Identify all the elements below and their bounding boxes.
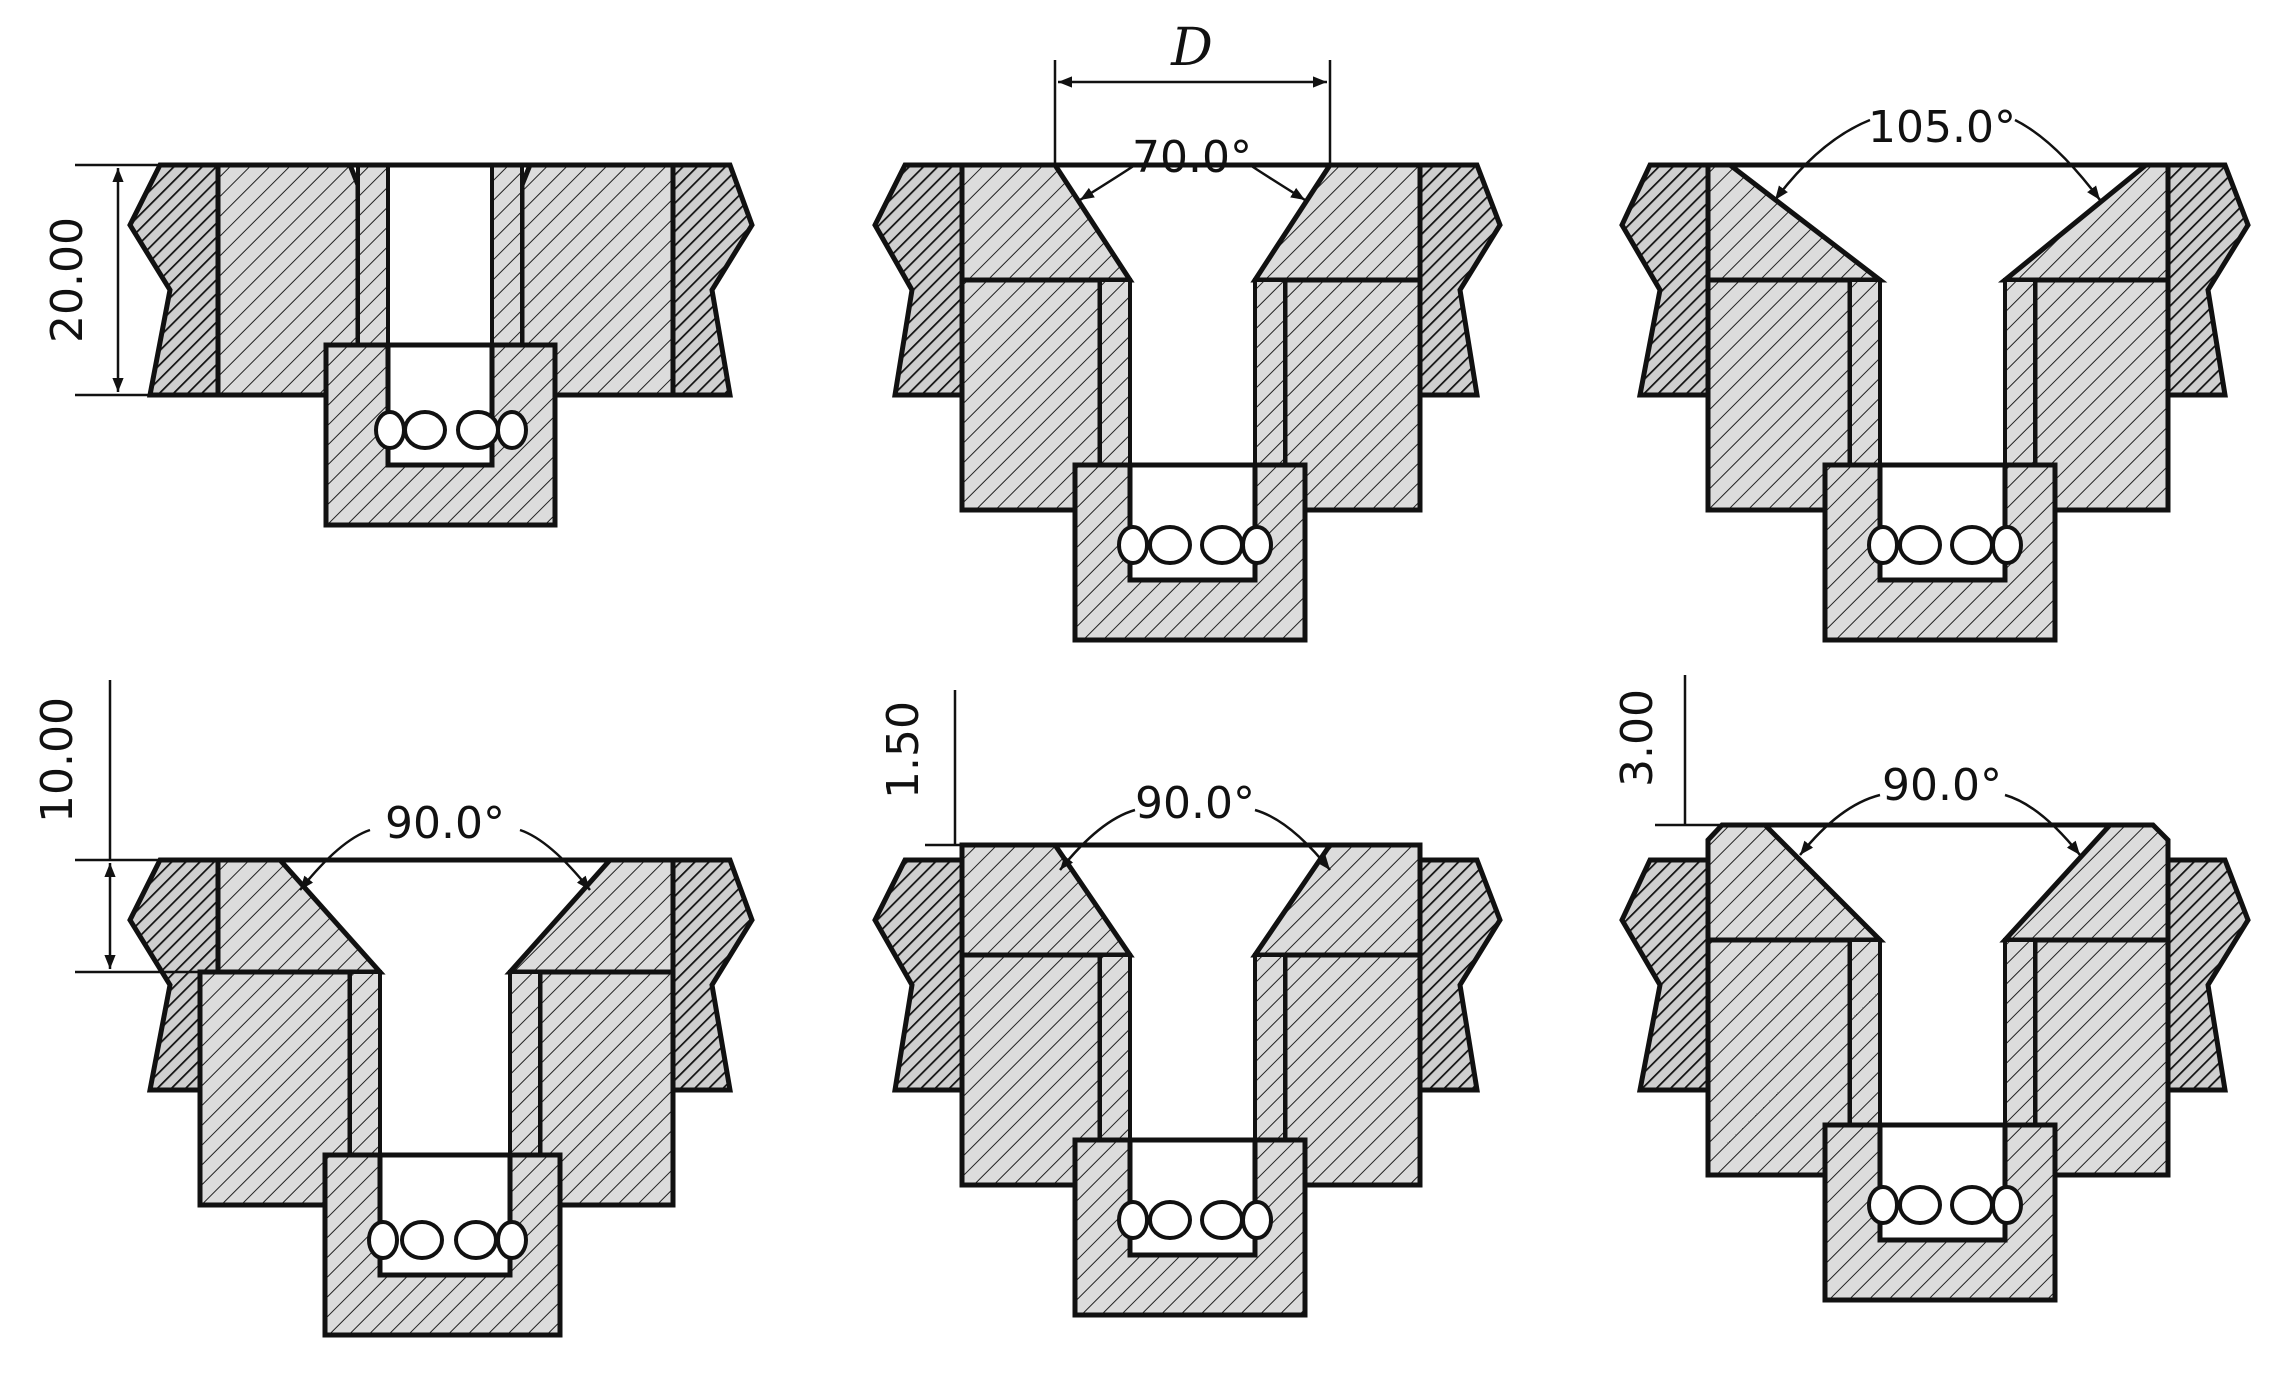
panel-5-angle-label: 90.0°: [1135, 778, 1255, 829]
panel-3: 105.0°: [1619, 102, 2251, 643]
panel-1-height-label: 20.00: [42, 217, 93, 343]
panel-4-offset-label: 10.00: [32, 697, 83, 823]
panel-6-offset-label: 3.00: [1612, 689, 1663, 787]
panel-2-angle-label: 70.0°: [1132, 132, 1252, 183]
panel-6-angle-label: 90.0°: [1882, 760, 2002, 811]
panel-5-offset-label: 1.50: [878, 701, 929, 799]
panel-4-angle-label: 90.0°: [385, 798, 505, 849]
panel-2-diameter-label: D: [1170, 18, 1213, 78]
panel-2: D 70.0°: [872, 18, 1503, 643]
panel-6: 3.00 90.0°: [1612, 675, 2251, 1303]
panel-3-angle-label: 105.0°: [1868, 102, 2016, 153]
panel-4: 10.00 90.0°: [32, 680, 755, 1338]
panel-1: 20.00: [42, 162, 755, 528]
panel-5: 1.50 90.0°: [872, 690, 1503, 1318]
